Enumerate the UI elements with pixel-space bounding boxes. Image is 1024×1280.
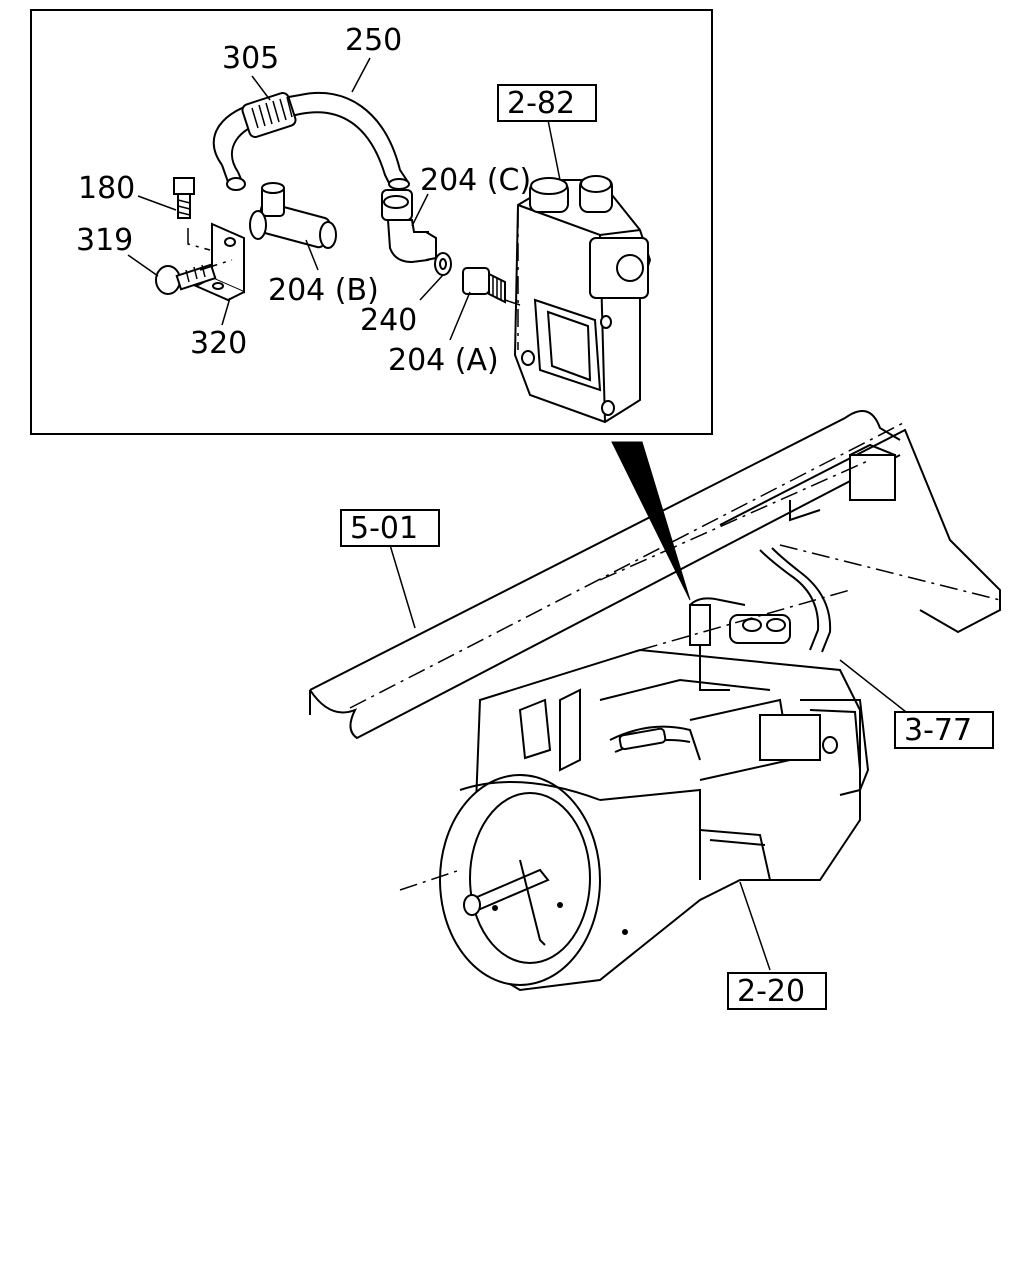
ref-box-3-77: 3-77 <box>894 711 994 749</box>
label-204a: 204 (A) <box>388 343 499 378</box>
ref-label-3-77: 3-77 <box>904 713 972 748</box>
leader-250 <box>351 57 371 93</box>
callout-arrow <box>611 441 691 601</box>
leader-180 <box>137 195 177 211</box>
hose-250 <box>212 91 410 191</box>
ref-label-5-01: 5-01 <box>350 511 418 546</box>
label-240: 240 <box>360 303 417 338</box>
ref-box-2-20: 2-20 <box>727 972 827 1010</box>
label-250: 250 <box>345 23 402 58</box>
label-204b: 204 (B) <box>268 273 379 308</box>
label-180: 180 <box>78 171 135 206</box>
frame-rail <box>309 409 906 740</box>
elbow-fitting-204c <box>381 189 437 264</box>
bracket-320 <box>193 222 245 302</box>
transmission-body <box>439 597 870 992</box>
detail-inset-frame <box>30 9 713 435</box>
leader-204a <box>449 291 471 341</box>
ref-box-5-01: 5-01 <box>340 509 440 547</box>
leader-204b <box>305 239 319 271</box>
sleeve-305 <box>241 91 297 139</box>
connector-204a <box>462 267 506 304</box>
leader-282 <box>547 119 561 181</box>
bolt-180 <box>173 177 195 219</box>
label-319: 319 <box>76 223 133 258</box>
leader-319 <box>127 254 159 277</box>
label-305: 305 <box>222 41 279 76</box>
ref-box-2-82: 2-82 <box>497 84 597 122</box>
leader-204c <box>411 193 429 227</box>
leader-320 <box>221 297 231 326</box>
pipe-to-3-77 <box>759 549 820 651</box>
leader-377 <box>839 659 907 713</box>
leader-501 <box>389 544 416 629</box>
washer-240 <box>434 252 452 276</box>
label-320: 320 <box>190 326 247 361</box>
label-204c: 204 (C) <box>420 163 531 198</box>
leader-305 <box>251 75 271 101</box>
leader-220 <box>739 881 771 971</box>
ref-label-2-82: 2-82 <box>507 86 575 121</box>
valve-body <box>513 175 652 424</box>
tee-fitting-204b <box>249 182 337 249</box>
leader-240 <box>419 274 444 301</box>
cross-member <box>599 428 1001 634</box>
bolt-319 <box>155 263 217 295</box>
ref-label-2-20: 2-20 <box>737 974 805 1009</box>
